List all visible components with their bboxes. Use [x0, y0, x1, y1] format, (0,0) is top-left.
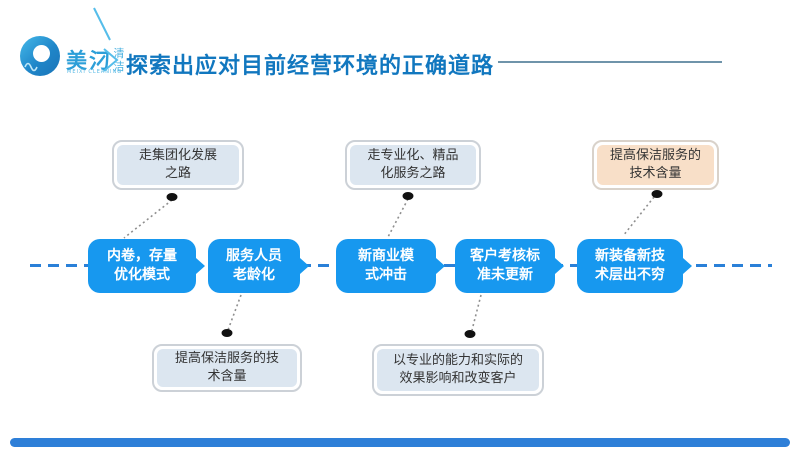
callout-fill: 提高保洁服务的 技术含量: [597, 145, 714, 185]
callout-text: 效果影响和改变客户: [399, 371, 517, 386]
arrow-right-pointer-icon: [300, 258, 309, 274]
stage-box-1: 内卷，存量 优化模式: [88, 239, 205, 293]
callout-top-3: 提高保洁服务的 技术含量: [592, 140, 719, 190]
stage-box-2: 服务人员 老龄化: [208, 239, 309, 293]
callout-top-2: 走专业化、精品 化服务之路: [345, 140, 481, 190]
callout-bottom-2: 以专业的能力和实际的 效果影响和改变客户: [372, 344, 544, 396]
dotted-connector: [622, 196, 655, 237]
arrow-right-pointer-icon: [436, 258, 445, 274]
logo-brand-suffix: 清洁: [113, 47, 125, 73]
connector-dot: [464, 330, 476, 338]
callout-fill: 以专业的能力和实际的 效果影响和改变客户: [377, 349, 539, 391]
callout-text: 术含量: [207, 369, 247, 384]
dotted-connector: [227, 294, 242, 331]
callout-fill: 走集团化发展 之路: [117, 145, 239, 185]
arrow-right-pointer-icon: [683, 258, 692, 274]
callout-top-1: 走集团化发展 之路: [112, 140, 244, 190]
stage-box-text: 内卷，存量: [107, 248, 177, 264]
arrow-right-pointer-icon: [196, 258, 205, 274]
stage-box-text: 新商业模: [358, 248, 414, 264]
dotted-connector: [123, 199, 173, 239]
dotted-connector: [387, 198, 409, 238]
connector-dot: [166, 193, 178, 201]
logo-icon: [20, 36, 60, 76]
title-rule: [498, 61, 722, 63]
connector-dot: [402, 192, 414, 200]
stage-box-4: 客户考核标 准未更新: [455, 239, 564, 293]
callout-text: 走集团化发展: [138, 148, 217, 163]
arrow-right-pointer-icon: [555, 258, 564, 274]
stage-box-text: 术层出不穷: [595, 267, 665, 283]
stage-box-text: 客户考核标: [470, 248, 540, 264]
callout-text: 走专业化、精品: [367, 148, 459, 163]
callout-text: 技术含量: [629, 166, 682, 181]
stage-box-text: 老龄化: [233, 267, 275, 283]
callout-bottom-1: 提高保洁服务的技 术含量: [152, 344, 302, 392]
stage-box-text: 优化模式: [114, 267, 170, 283]
stage-box-text: 新装备新技: [595, 248, 665, 264]
connector-dot: [651, 190, 663, 198]
callout-text: 提高保洁服务的: [609, 148, 701, 163]
callout-text: 以专业的能力和实际的: [392, 353, 523, 368]
callout-text: 提高保洁服务的技: [174, 351, 279, 366]
logo-icon-hole: [33, 45, 50, 62]
connector-dot: [221, 329, 233, 337]
dotted-connector: [471, 294, 482, 331]
callout-text: 之路: [164, 166, 191, 181]
stage-box-text: 准未更新: [477, 267, 533, 283]
page-title: 探索出应对目前经营环境的正确道路: [126, 54, 495, 79]
callout-fill: 走专业化、精品 化服务之路: [350, 145, 476, 185]
callout-text: 化服务之路: [380, 166, 446, 181]
logo-subtext: MEIXI CLEANING: [67, 69, 123, 75]
stage-box-text: 式冲击: [365, 267, 407, 283]
logo-brand-text: 美汈: [66, 49, 112, 73]
stage-box-text: 服务人员: [226, 248, 282, 264]
stage-box-3: 新商业模 式冲击: [336, 239, 445, 293]
footer-bar: [10, 438, 790, 447]
callout-fill: 提高保洁服务的技 术含量: [157, 349, 297, 387]
stage-box-5: 新装备新技 术层出不穷: [577, 239, 692, 293]
logo-swoosh-icon: [24, 62, 38, 72]
